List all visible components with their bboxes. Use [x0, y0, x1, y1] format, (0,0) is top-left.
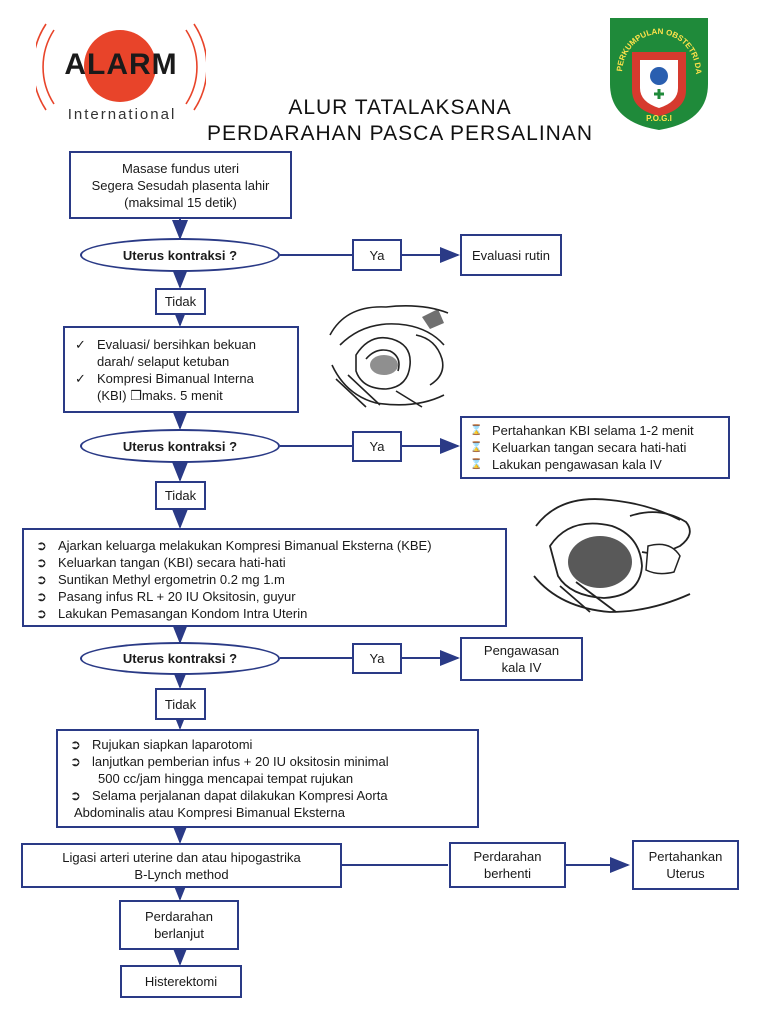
step2-item: ✓ Kompresi Bimanual Interna (KBI) ❒maks.… [71, 370, 291, 404]
page-title-line2: PERDARAHAN PASCA PERSALINAN [206, 122, 594, 145]
step2-item-line: darah/ selaput ketuban [97, 354, 230, 369]
hourglass-icon: ⌛ [470, 442, 483, 453]
decision-uterus-contraction-2: Uterus kontraksi ? [80, 429, 280, 463]
no-label-1: Tidak [155, 288, 206, 315]
arrow-bullet-icon: ➲ [70, 737, 81, 752]
check-icon: ✓ [75, 371, 86, 386]
step3-item: ➲Keluarkan tangan (KBI) secara hati-hati [36, 555, 286, 570]
result3-line: Pengawasan [483, 643, 560, 658]
result2-item: ⌛Lakukan pengawasan kala IV [470, 457, 662, 472]
arrow-bullet-icon: ➲ [36, 589, 47, 604]
yes-label-1: Ya [352, 239, 402, 271]
no-label-2: Tidak [155, 481, 206, 510]
arrow-bullet-icon: ➲ [36, 572, 47, 587]
alarm-logo-subtitle: International [67, 106, 177, 123]
step3-item: ➲Suntikan Methyl ergometrin 0.2 mg 1.m [36, 572, 285, 587]
pogi-abbr: P.O.G.I [646, 114, 672, 123]
pogi-logo: PERKUMPULAN OBSTETRI DAN GINEKOLOGI INDO… [603, 7, 712, 132]
result-bleeding-stopped: Perdarahan berhenti [449, 842, 566, 888]
pogi-shield-graphic: PERKUMPULAN OBSTETRI DAN GINEKOLOGI INDO… [603, 7, 708, 130]
step1-line: (maksimal 15 detik) [124, 194, 237, 210]
step4-item: ➲Rujukan siapkan laparotomi [70, 737, 253, 752]
hourglass-icon: ⌛ [470, 459, 483, 470]
stopped-line: berhenti [484, 866, 531, 881]
step2-item-line: Kompresi Bimanual Interna [97, 371, 254, 386]
step-referral: ➲Rujukan siapkan laparotomi ➲lanjutkan p… [56, 729, 479, 828]
result2-item: ⌛Keluarkan tangan secara hati-hati [470, 440, 687, 455]
step4-item: ➲Selama perjalanan dapat dilakukan Kompr… [70, 788, 388, 820]
arrow-bullet-icon: ➲ [36, 606, 47, 621]
result-maintain-uterus: Pertahankan Uterus [632, 840, 739, 890]
step-ligation-blynch: Ligasi arteri uterine dan atau hipogastr… [21, 843, 342, 888]
step4-item: ➲lanjutkan pemberian infus + 20 IU oksit… [70, 754, 389, 786]
result-routine-evaluation: Evaluasi rutin [460, 234, 562, 276]
continued-line: berlanjut [154, 926, 204, 941]
step2-item: ✓ Evaluasi/ bersihkan bekuan darah/ sela… [71, 336, 291, 370]
arrow-bullet-icon: ➲ [36, 555, 47, 570]
no-label-3: Tidak [155, 688, 206, 720]
step-uterine-massage: Masase fundus uteri Segera Sesudah plase… [69, 151, 292, 219]
step3-item: ➲Ajarkan keluarga melakukan Kompresi Bim… [36, 538, 432, 553]
step1-line: Masase fundus uteri [121, 160, 240, 176]
hourglass-icon: ⌛ [470, 425, 483, 436]
alarm-international-logo: ALARM International [32, 18, 208, 126]
stopped-line: Perdarahan [473, 849, 542, 864]
yes-label-3: Ya [352, 643, 402, 674]
step-kbe: ➲Ajarkan keluarga melakukan Kompresi Bim… [22, 528, 507, 627]
page-title-line1: ALUR TATALAKSANA [288, 96, 512, 119]
step5-line: B-Lynch method [134, 866, 229, 882]
arrow-bullet-icon: ➲ [70, 754, 81, 769]
decision-uterus-contraction-3: Uterus kontraksi ? [80, 642, 280, 675]
bimanual-external-compression-illustration [530, 486, 700, 618]
step2-item-line: Evaluasi/ bersihkan bekuan [97, 337, 256, 352]
step5-line: Ligasi arteri uterine dan atau hipogastr… [62, 849, 301, 865]
step3-item: ➲Lakukan Pemasangan Kondom Intra Uterin [36, 606, 308, 621]
step2-item-line: (KBI) ❒maks. 5 menit [97, 388, 223, 403]
step3-item: ➲Pasang infus RL + 20 IU Oksitosin, guyu… [36, 589, 296, 604]
check-icon: ✓ [75, 337, 86, 352]
arrow-bullet-icon: ➲ [70, 788, 81, 803]
result3-line: kala IV [501, 660, 542, 675]
yes-label-2: Ya [352, 431, 402, 462]
bimanual-internal-compression-illustration [326, 295, 456, 413]
decision-uterus-contraction-1: Uterus kontraksi ? [80, 238, 280, 272]
keep-line: Pertahankan [648, 849, 723, 864]
alarm-logo-name: ALARM [64, 48, 178, 81]
step1-line: Segera Sesudah plasenta lahir [91, 177, 270, 193]
arrow-bullet-icon: ➲ [36, 538, 47, 553]
result-observe-stage-iv: Pengawasan kala IV [460, 637, 583, 681]
step-hysterectomy: Histerektomi [120, 965, 242, 998]
result-maintain-kbi: ⌛Pertahankan KBI selama 1-2 menit ⌛Kelua… [460, 416, 730, 479]
keep-line: Uterus [666, 866, 705, 881]
result2-item: ⌛Pertahankan KBI selama 1-2 menit [470, 423, 694, 438]
step-kbi: ✓ Evaluasi/ bersihkan bekuan darah/ sela… [63, 326, 299, 413]
result-bleeding-continued: Perdarahan berlanjut [119, 900, 239, 950]
continued-line: Perdarahan [145, 909, 213, 924]
